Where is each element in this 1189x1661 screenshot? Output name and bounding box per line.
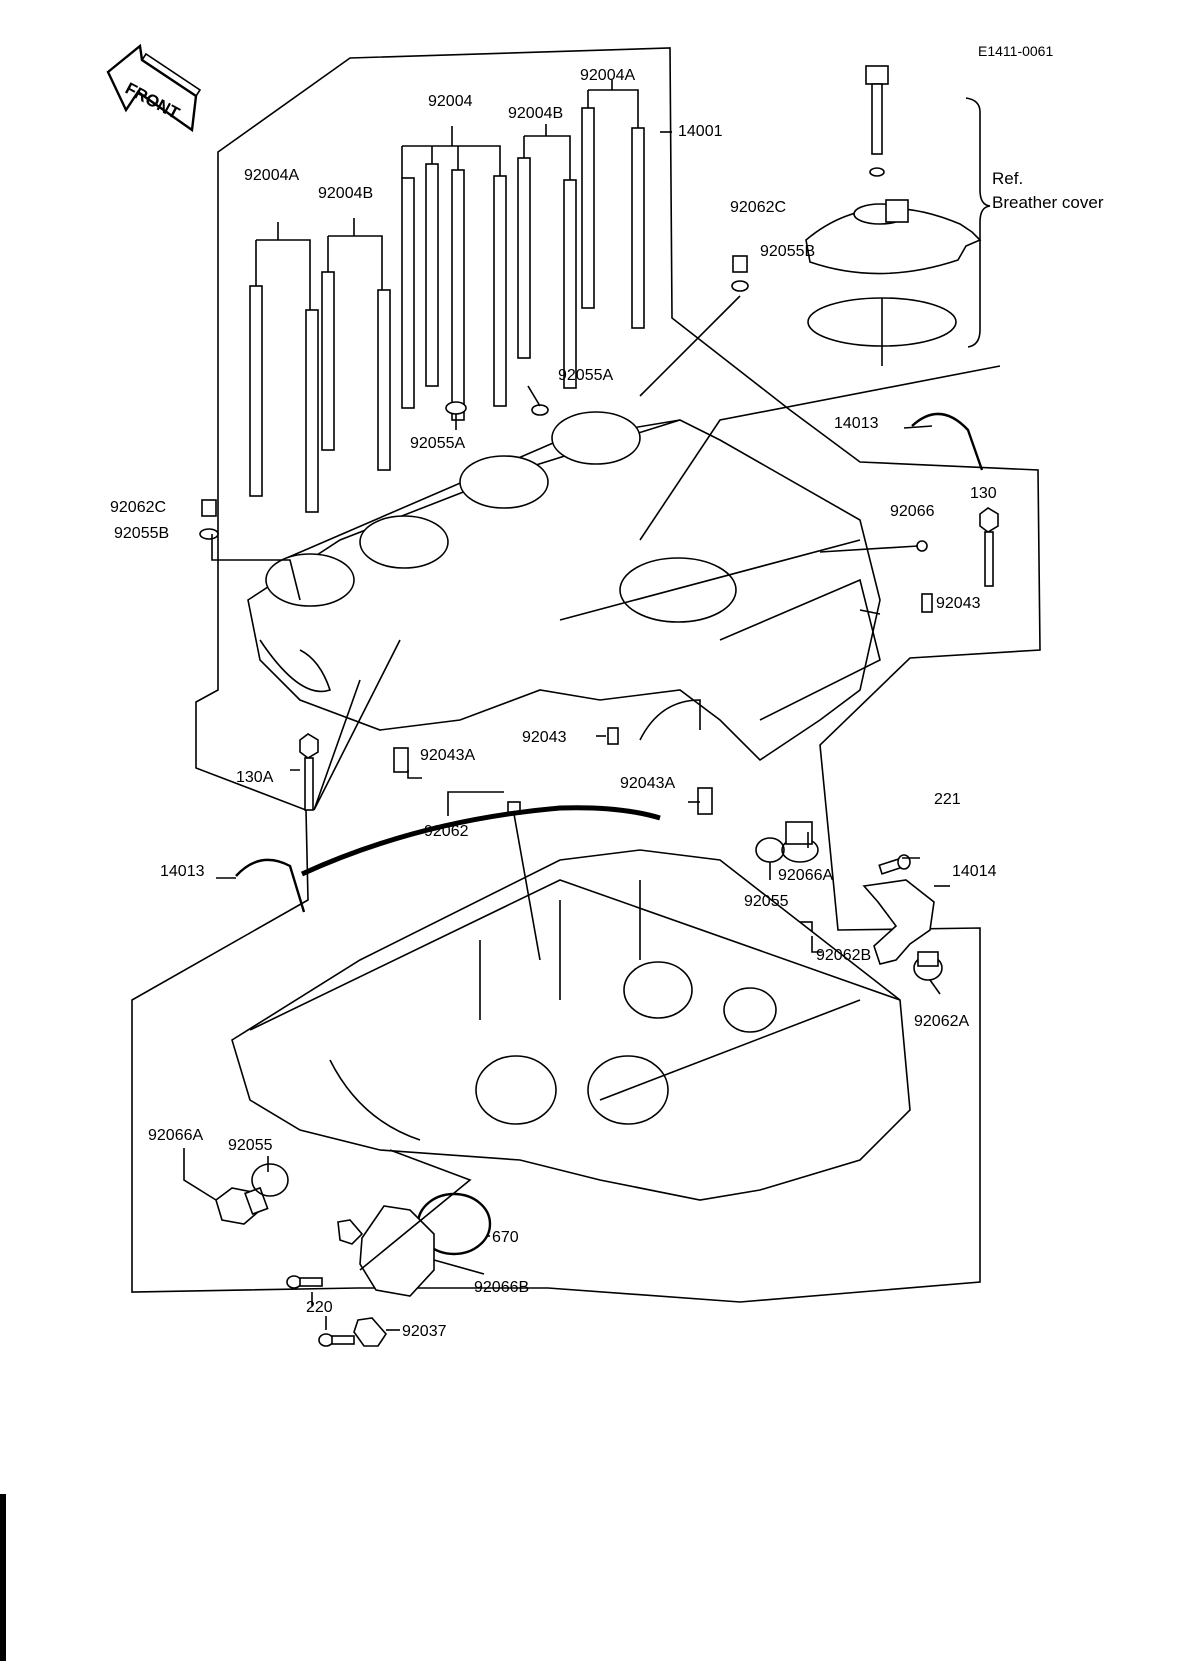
ring-14013-top [911, 412, 984, 471]
ring-14013-left [235, 858, 306, 913]
washer-92055A-mid [531, 404, 549, 416]
label-92004: 92004 [428, 93, 473, 110]
label-92062B: 92062B [816, 947, 871, 964]
label-92004B-top: 92004B [508, 105, 563, 122]
label-130: 130 [970, 485, 997, 502]
label-92062C-top: 92062C [730, 199, 786, 216]
cap-92066B [359, 1205, 435, 1297]
washer-92055-right [755, 837, 785, 863]
bolt-130 [979, 507, 999, 587]
label-14001: 14001 [678, 123, 723, 140]
washer-92055B-left [199, 528, 219, 540]
label-92066A-left: 92066A [148, 1127, 203, 1144]
washer-92055A-left [445, 401, 467, 415]
leader-lines [183, 295, 1001, 1331]
plug-92066A-right [781, 821, 819, 863]
label-92066A-right: 92066A [778, 867, 833, 884]
washer-92055-left [251, 1163, 289, 1197]
screw-220-upper [286, 1275, 323, 1289]
plug-92062A [913, 951, 943, 981]
bolt-130A [299, 733, 319, 811]
plate-92037 [353, 1317, 388, 1347]
dowel-92043-right [921, 593, 933, 613]
label-14014: 14014 [952, 863, 997, 880]
label-92043-mid: 92043 [522, 729, 567, 746]
label-92055B-left: 92055B [114, 525, 169, 542]
diagram-code: E1411-0061 [978, 43, 1053, 59]
label-92004A-left: 92004A [244, 167, 299, 184]
label-92066B: 92066B [474, 1279, 529, 1296]
cover-14014 [862, 879, 935, 965]
label-221: 221 [934, 791, 961, 808]
label-92055-left: 92055 [228, 1137, 273, 1154]
stud-bolts [249, 107, 645, 513]
front-arrow-icon: FRONT [106, 43, 202, 133]
breather-cover [805, 199, 982, 275]
label-92043A-left: 92043A [420, 747, 475, 764]
label-220: 220 [306, 1299, 333, 1316]
label-92043-right: 92043 [936, 595, 981, 612]
label-92062: 92062 [424, 823, 469, 840]
dowel-92062C-left [201, 499, 217, 517]
label-92062C-left: 92062C [110, 499, 166, 516]
dowel-92066 [916, 540, 928, 552]
label-92004A-top: 92004A [580, 67, 635, 84]
ref-bracket [965, 97, 991, 348]
alignment-curve [300, 805, 661, 877]
dowel-92043A-mid [697, 787, 713, 815]
label-92066: 92066 [890, 503, 935, 520]
label-670: 670 [492, 1229, 519, 1246]
lower-crankcase [231, 849, 911, 1201]
ref-prefix: Ref. [992, 169, 1023, 188]
dowel-92043-mid [607, 727, 619, 745]
label-130A: 130A [236, 769, 274, 786]
label-92055-right: 92055 [744, 893, 789, 910]
breather-cover-bolt [865, 65, 889, 177]
label-92055A-mid: 92055A [558, 367, 613, 384]
upper-case-frame [131, 47, 1041, 1303]
label-92055A-left: 92055A [410, 435, 465, 452]
washer-92055B-top [731, 280, 749, 292]
dowel-92043A-left [393, 747, 409, 773]
label-14013-top: 14013 [834, 415, 879, 432]
label-92037: 92037 [402, 1323, 447, 1340]
dowel-92062C-top [732, 255, 748, 273]
ref-breather-cover: Breather cover [992, 193, 1104, 212]
label-14013-left: 14013 [160, 863, 205, 880]
screw-220-lower [318, 1333, 355, 1347]
label-92062A: 92062A [914, 1013, 969, 1030]
label-92004B-left: 92004B [318, 185, 373, 202]
label-92055B-top: 92055B [760, 243, 815, 260]
scan-edge-bar [0, 1494, 6, 1661]
label-92043A-mid: 92043A [620, 775, 675, 792]
upper-crankcase [247, 411, 881, 762]
